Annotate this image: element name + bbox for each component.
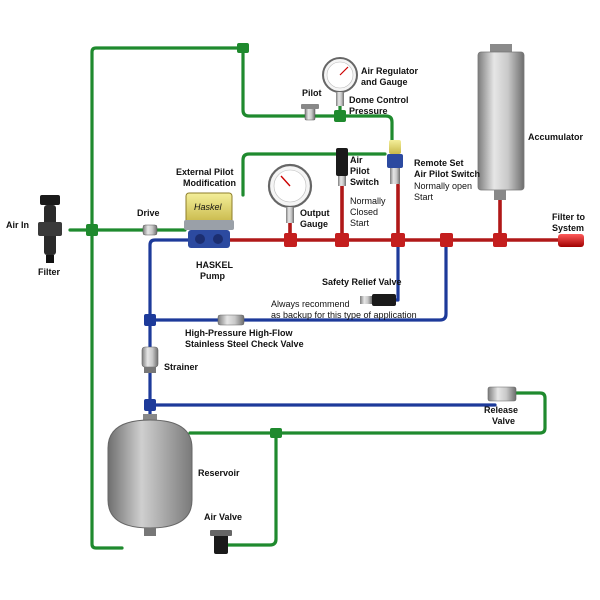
haskel-pump bbox=[184, 192, 234, 248]
label-start-open: Start bbox=[414, 192, 434, 202]
label-air: Air bbox=[350, 155, 363, 165]
label-air-in: Air In bbox=[6, 220, 29, 230]
label-air-valve: Air Valve bbox=[204, 512, 242, 522]
high-pressure-tees bbox=[284, 233, 507, 247]
air-valve bbox=[210, 530, 232, 554]
label-air-regulator: Air Regulator bbox=[361, 66, 419, 76]
label-output: Output bbox=[300, 208, 330, 218]
label-backup: as backup for this type of application bbox=[271, 310, 417, 320]
low-pressure-tees bbox=[144, 314, 156, 411]
system-filter-cap bbox=[558, 234, 584, 247]
labels: Air In Filter Drive External Pilot Modif… bbox=[6, 66, 586, 522]
label-always-recommend: Always recommend bbox=[271, 299, 350, 309]
label-reservoir: Reservoir bbox=[198, 468, 240, 478]
label-drive: Drive bbox=[137, 208, 160, 218]
label-pressure: Pressure bbox=[349, 106, 388, 116]
label-modification: Modification bbox=[183, 178, 236, 188]
label-normally: Normally bbox=[350, 196, 386, 206]
accumulator-tank bbox=[477, 44, 525, 200]
safety-relief-valve bbox=[360, 294, 396, 306]
label-safety-relief: Safety Relief Valve bbox=[322, 277, 402, 287]
label-external-pilot: External Pilot bbox=[176, 167, 234, 177]
air-pilot-switch bbox=[336, 148, 348, 186]
label-high-pressure-flow: High-Pressure High-Flow bbox=[185, 328, 294, 338]
label-start-closed: Start bbox=[350, 218, 370, 228]
label-strainer: Strainer bbox=[164, 362, 199, 372]
label-check-valve: Stainless Steel Check Valve bbox=[185, 339, 304, 349]
label-accumulator: Accumulator bbox=[528, 132, 584, 142]
release-valve bbox=[487, 386, 517, 402]
label-system: System bbox=[552, 223, 584, 233]
label-closed: Closed bbox=[350, 207, 378, 217]
label-haskel: HASKEL bbox=[196, 260, 234, 270]
air-regulator-gauge bbox=[322, 57, 358, 106]
label-remote-set: Remote Set bbox=[414, 158, 464, 168]
label-pilot: Pilot bbox=[302, 88, 322, 98]
reservoir-tank bbox=[107, 414, 193, 536]
label-dome-control: Dome Control bbox=[349, 95, 409, 105]
label-normally-open: Normally open bbox=[414, 181, 472, 191]
label-release: Release bbox=[484, 405, 518, 415]
label-pilot-2: Pilot bbox=[350, 166, 370, 176]
pilot-valve bbox=[301, 104, 319, 121]
label-air-pilot-switch: Air Pilot Switch bbox=[414, 169, 480, 179]
filter-component bbox=[38, 195, 62, 263]
haskel-brand-mark: Haskel bbox=[194, 202, 223, 212]
remote-set-switch bbox=[387, 140, 403, 184]
air-lines bbox=[68, 46, 547, 550]
strainer bbox=[141, 346, 159, 373]
label-valve: Valve bbox=[492, 416, 515, 426]
label-filter-to: Filter to bbox=[552, 212, 586, 222]
label-pump: Pump bbox=[200, 271, 226, 281]
check-valve bbox=[217, 314, 245, 326]
label-filter: Filter bbox=[38, 267, 61, 277]
label-switch: Switch bbox=[350, 177, 379, 187]
label-and-gauge: and Gauge bbox=[361, 77, 408, 87]
air-tees bbox=[86, 43, 346, 438]
drive-fitting bbox=[142, 224, 158, 236]
output-gauge bbox=[267, 163, 313, 223]
label-gauge: Gauge bbox=[300, 219, 328, 229]
